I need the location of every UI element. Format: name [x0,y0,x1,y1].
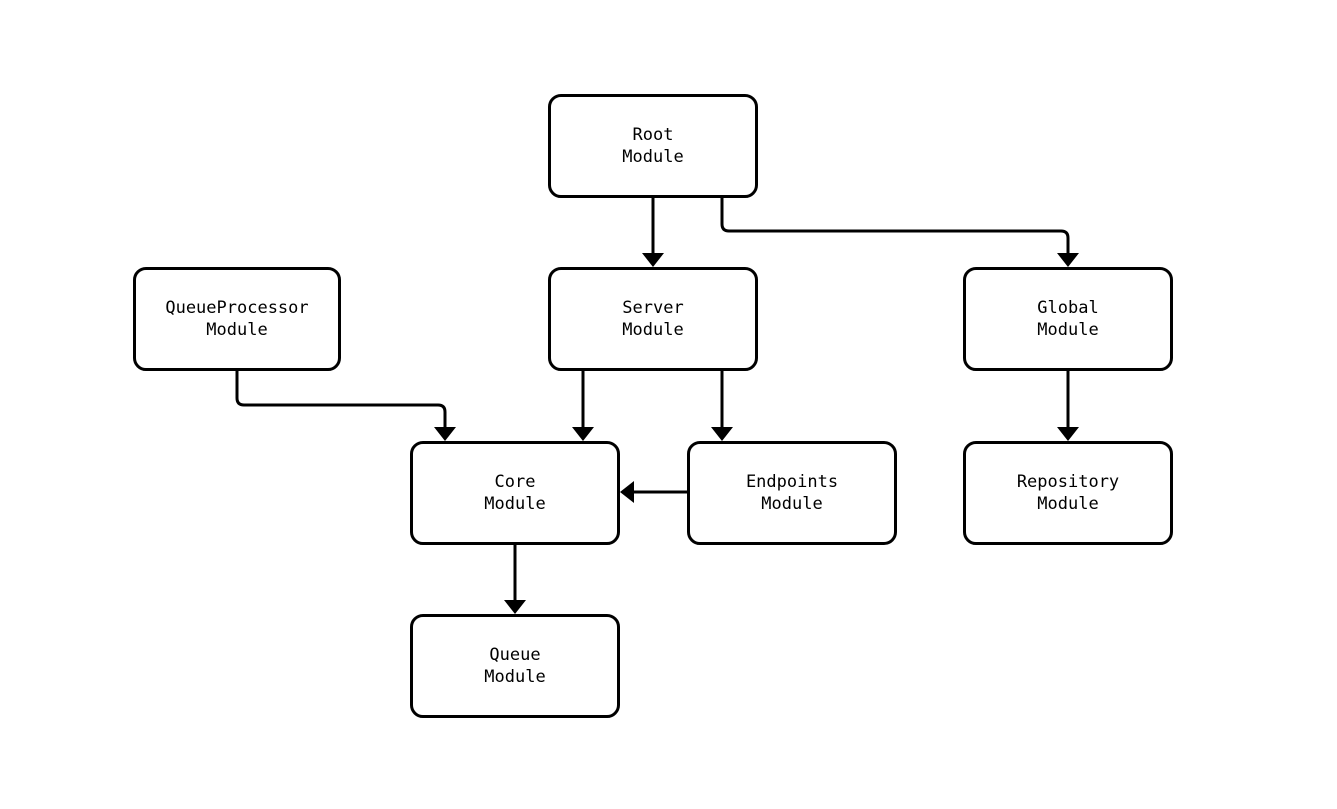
node-queueprocessor-module-label: QueueProcessor Module [165,298,309,340]
node-global-module-label: Global Module [1037,298,1099,340]
arrowhead-server-to-core [572,427,594,441]
node-root-module-label: Root Module [622,125,684,167]
node-queue-module-label: Queue Module [484,645,546,687]
arrowhead-root-to-global [1057,253,1079,267]
node-repository-module[interactable]: Repository Module [963,441,1173,545]
edge-queueprocessor-to-core [235,371,447,432]
node-endpoints-module-label: Endpoints Module [745,472,839,514]
arrowhead-global-to-repository [1057,427,1079,441]
node-queueprocessor-module[interactable]: QueueProcessor Module [133,267,341,371]
node-root-module[interactable]: Root Module [548,94,758,198]
node-endpoints-module[interactable]: Endpoints Module [687,441,897,545]
arrowhead-server-to-endpoints [711,427,733,441]
node-core-module-label: Core Module [484,472,546,514]
node-server-module[interactable]: Server Module [548,267,758,371]
arrowhead-endpoints-to-core [620,481,634,503]
node-queue-module[interactable]: Queue Module [410,614,620,718]
arrowhead-queueprocessor-to-core [434,427,456,441]
node-global-module[interactable]: Global Module [963,267,1173,371]
node-server-module-label: Server Module [622,298,684,340]
node-core-module[interactable]: Core Module [410,441,620,545]
node-repository-module-label: Repository Module [1016,472,1120,514]
edge-root-to-global [720,198,1070,258]
arrowhead-root-to-server [642,253,664,267]
arrowhead-core-to-queue [504,600,526,614]
